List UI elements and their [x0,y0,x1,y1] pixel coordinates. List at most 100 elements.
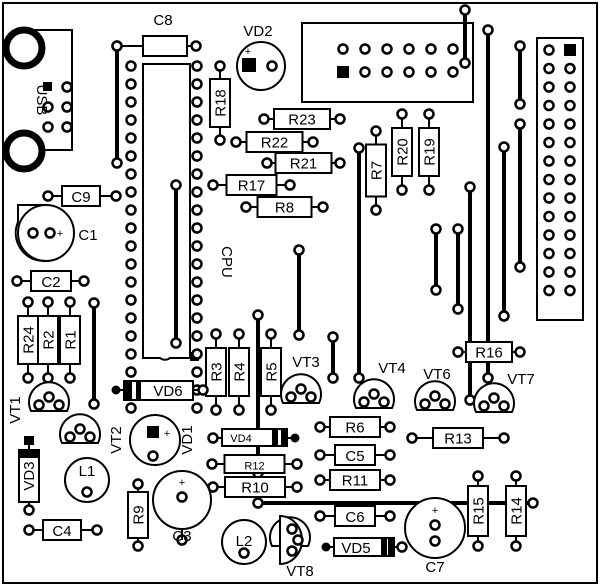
diode-vd2: + VD2 [236,23,286,91]
header-2x6 [301,22,474,103]
label-r16: R16 [475,345,503,362]
resistor-r24: R24 [17,296,39,384]
label-vt1: VT1 [7,396,24,424]
label-r17: R17 [238,178,266,195]
label-r9: R9 [131,505,148,524]
resistor-r16: R16 [452,341,526,363]
label-vd5: VD5 [341,540,370,557]
capacitor-c2: C2 [11,270,90,292]
resistor-r6: R6 [314,416,396,438]
label-l1: L1 [79,463,96,480]
label-c2: C2 [41,274,60,291]
label-r20: R20 [395,138,412,166]
label-l2: L2 [236,533,253,550]
resistor-r17: R17 [207,174,296,196]
jumper-wires [88,4,539,509]
resistor-r11: R11 [314,469,396,491]
resistor-r12: R12 [206,454,303,474]
label-r14: R14 [509,497,526,525]
label-c1: C1 [78,227,97,244]
cpu-chip: CPU [125,60,235,414]
capacitor-c9: C9 [42,185,122,207]
resistor-r19: R19 [418,108,440,196]
label-vd4: VD4 [230,433,251,445]
label-r3: R3 [209,362,226,381]
capacitor-c7: + C7 [404,497,466,576]
resistor-r1: R1 [59,296,81,384]
label-r7: R7 [369,161,386,180]
label-r23: R23 [288,112,316,129]
resistor-r13: R13 [406,427,510,449]
label-vt2: VT2 [108,426,125,454]
resistor-r14: R14 [505,470,527,552]
label-r8: R8 [275,200,294,217]
label-r18: R18 [213,89,230,117]
label-c7: C7 [425,559,444,576]
label-vd2: VD2 [243,23,272,40]
resistor-r15: R15 [467,470,489,552]
transistor-vt8 [269,514,311,566]
label-r2: R2 [41,330,58,349]
capacitors: C8 C9 C2 C4 C5 [11,12,466,576]
resistor-r5: R5 [260,328,282,416]
resistor-r22: R22 [230,131,319,153]
label-r12: R12 [244,461,264,473]
label-vt7: VT7 [507,371,535,388]
transistor-vt1b [59,413,101,444]
label-c5: C5 [345,448,364,465]
capacitor-c6: C6 [314,505,396,527]
label-vt3: VT3 [292,354,320,371]
resistor-r7: R7 [365,125,387,216]
inductor-l2: L2 [221,519,267,565]
label-r15: R15 [471,497,488,525]
label-r11: R11 [342,473,368,490]
label-r5: R5 [264,362,281,381]
capacitor-c5: C5 [314,444,396,466]
usb-connector: USB [2,26,73,173]
capacitor-c8: C8 [111,12,202,57]
c7-plus: + [432,505,438,517]
label-r4: R4 [232,362,249,381]
cpu-label: CPU [218,246,235,278]
label-r6: R6 [345,420,364,437]
transistor-vt2: + [129,414,181,466]
label-r21: R21 [290,156,318,173]
label-r22: R22 [261,135,289,152]
transistors [28,373,515,566]
resistor-r20: R20 [391,108,413,196]
label-r10: R10 [241,480,269,497]
label-c9: C9 [71,189,90,206]
diode-vd5: VD5 [321,537,408,557]
label-r24: R24 [21,326,38,354]
header-2x14 [536,37,584,321]
transistor-vt4 [353,378,395,409]
transistor-vt3 [280,373,322,404]
c3-plus: + [179,477,185,489]
transistor-vt6 [414,380,456,411]
resistor-r23: R23 [258,108,346,130]
resistor-r21: R21 [261,152,346,174]
transistor-vt7 [473,382,515,413]
transistor-vt1 [28,381,70,412]
label-vd3: VD3 [21,461,38,490]
diode-vd4: VD4 [207,428,300,447]
label-vt4: VT4 [378,360,406,377]
capacitor-c4: C4 [23,519,103,541]
resistor-r8: R8 [240,196,329,218]
resistor-r4: R4 [228,328,250,416]
vt2-plus: + [164,428,170,440]
vd2-plus: + [245,46,251,58]
resistor-r9: R9 [127,478,149,552]
capacitor-c1: + C1 [14,204,98,262]
label-vd6: VD6 [153,383,182,400]
label-r1: R1 [63,330,80,349]
resistor-r3: R3 [205,328,227,416]
diode-vd6: VD6 [111,380,209,401]
label-c6: C6 [345,509,364,526]
usb-label: USB [33,85,50,116]
inductor-l1: L1 [64,457,110,503]
label-r13: R13 [444,431,472,448]
c1-plus: + [57,228,63,240]
